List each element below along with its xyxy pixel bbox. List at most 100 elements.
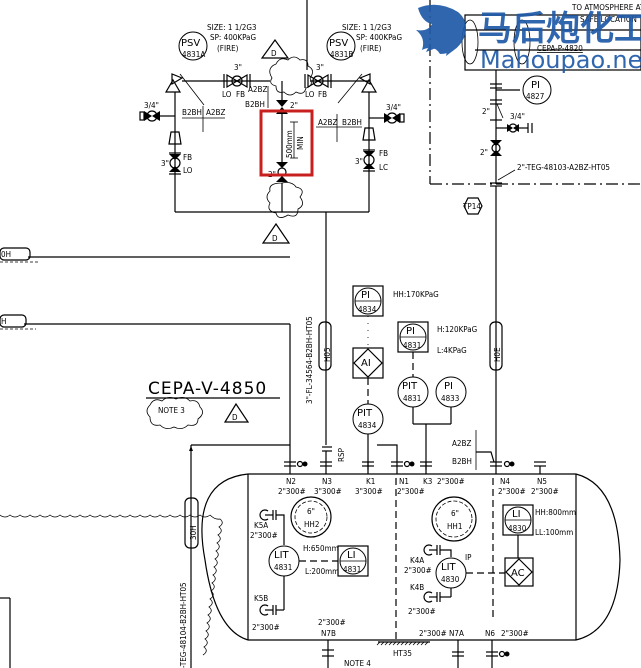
lit-4830[interactable]: LIT 4830	[435, 557, 467, 589]
alarm-label: H:120KPaG	[437, 325, 477, 334]
psv-valve-icon	[171, 73, 184, 86]
svg-text:PIT: PIT	[357, 408, 373, 419]
svg-text:4834: 4834	[358, 305, 377, 314]
nozzle-size: 3"300#	[314, 487, 342, 496]
alarm-label: L:200mm	[305, 567, 339, 576]
spec-break-label: B2BH	[245, 100, 265, 109]
nozzle-size: 2"300#	[437, 477, 465, 486]
svg-text:4827: 4827	[526, 92, 544, 101]
spec-break-label: A2BZ	[318, 118, 337, 127]
revision-triangle-icon: D	[261, 222, 291, 244]
svg-text:4831: 4831	[403, 341, 421, 350]
nozzle-id: N6	[485, 629, 495, 638]
heat-trace-line	[0, 514, 211, 518]
reducer-icon	[362, 127, 376, 141]
svg-text:6": 6"	[307, 507, 315, 516]
pit-4831[interactable]: PIT 4831	[397, 376, 429, 408]
svg-text:LI: LI	[512, 509, 521, 520]
valve-lo-label: LO	[183, 166, 193, 175]
svg-text:PI: PI	[444, 381, 453, 392]
block-valve-left[interactable]	[223, 73, 251, 89]
nozzle-id: K4A	[410, 556, 424, 565]
nozzle-size: 2"300#	[531, 487, 559, 496]
alarm-label: H:650mm	[303, 544, 339, 553]
nozzle-size: 2"300#	[250, 531, 278, 540]
manhole-hh2: 6" HH2	[290, 496, 332, 538]
ai-block[interactable]: AI	[352, 347, 384, 379]
spec-break-label: B2BH	[452, 457, 472, 466]
li-4831[interactable]: LI 4831	[337, 545, 369, 577]
block-valve-right[interactable]	[304, 73, 332, 89]
pump-tag: CEPA-P-4820	[537, 44, 583, 53]
manhole-hh1: 6" HH1	[431, 496, 477, 542]
svg-text:HH1: HH1	[447, 522, 462, 531]
pi-4834[interactable]: PI 4834	[352, 285, 384, 317]
svg-text:LIT: LIT	[441, 562, 457, 573]
alarm-label: HH:170KPaG	[393, 290, 439, 299]
svg-text:NOTE 3: NOTE 3	[158, 406, 185, 415]
nozzle-k4a	[423, 544, 452, 557]
psv-4831a-setpoint: SP: 400KPaG	[210, 33, 256, 42]
flare-line-number: 3"-FL-34564-B2BH-HT05	[305, 316, 314, 404]
svg-text:4831: 4831	[274, 563, 292, 572]
lit-4831[interactable]: LIT 4831	[268, 545, 300, 577]
svg-text:4830: 4830	[441, 575, 460, 584]
pi-4833[interactable]: PI 4833	[435, 376, 467, 408]
offpage-connectors-left: 0H H	[0, 247, 291, 668]
nozzle-size: 2"300#	[501, 629, 529, 638]
alarm-label: L:4KPaG	[437, 346, 467, 355]
svg-text:PI: PI	[531, 80, 540, 91]
drain-valve-left[interactable]	[139, 110, 175, 122]
lower-valve-right[interactable]	[363, 149, 375, 172]
revision-triangle-icon: D	[223, 402, 250, 423]
offpage-connector: 30H	[189, 525, 198, 540]
reducer-icon	[168, 131, 182, 145]
psv-valve-icon	[164, 78, 182, 93]
min-distance-label: 500mm	[285, 130, 294, 158]
nozzle-id: N2	[286, 477, 296, 486]
revision-triangle-icon: D	[260, 38, 290, 59]
svg-text:3/4": 3/4"	[510, 112, 525, 121]
svg-text:Mahoupao.net: Mahoupao.net	[480, 46, 641, 74]
svg-text:AC: AC	[511, 568, 525, 579]
psv-4831b[interactable]: PSV 4831B	[326, 31, 356, 61]
watermark: 马后炮化工 Mahoupao.net	[416, 4, 641, 74]
psv-4831a[interactable]: PSV 4831A	[178, 31, 208, 61]
ac-block[interactable]: AC	[504, 557, 534, 587]
svg-text:AI: AI	[361, 358, 371, 369]
svg-text:H: H	[1, 317, 6, 326]
svg-text:6": 6"	[451, 509, 459, 518]
nozzle-id: N5	[537, 477, 547, 486]
rsp-label: RSP	[337, 447, 346, 462]
nozzle-id: N3	[322, 477, 332, 486]
pi-4827[interactable]: PI 4827	[522, 75, 552, 105]
psv-4831b-case: (FIRE)	[360, 44, 382, 53]
pi-4831[interactable]: PI 4831	[397, 321, 429, 353]
nozzle-size: 2"300#	[252, 623, 280, 632]
note-3-cloud: NOTE 3	[146, 397, 203, 429]
spec-break-label: B2BH	[182, 108, 202, 117]
valve-size: 3"	[316, 63, 324, 72]
nozzle-id: K4B	[410, 583, 424, 592]
svg-text:2": 2"	[482, 107, 490, 116]
valve-lo-label: LO	[305, 90, 315, 99]
psv-valve-icon	[358, 73, 371, 86]
drain-valve-right[interactable]	[369, 112, 405, 124]
valve-lo-label: LO	[222, 90, 232, 99]
psv-valve-icon	[360, 78, 378, 93]
li-4830[interactable]: LI 4830	[502, 504, 534, 536]
nozzle-size: 2"300#	[404, 566, 432, 575]
psv-4831b-setpoint: SP: 400KPaG	[356, 33, 402, 42]
pump-drain-valve[interactable]	[507, 123, 533, 133]
pit-4834[interactable]: PIT 4834	[352, 403, 384, 435]
relief-valve-header: PSV 4831A SIZE: 1 1/2G3 SP: 400KPaG (FIR…	[139, 0, 405, 445]
svg-text:D: D	[271, 49, 277, 58]
nozzle-k5b	[259, 604, 284, 616]
valve-fb-label: FB	[379, 149, 388, 158]
svg-text:PI: PI	[361, 290, 370, 301]
valve-size: 3"	[355, 157, 363, 166]
lower-valve-left[interactable]	[169, 152, 181, 175]
svg-text:PIT: PIT	[402, 381, 418, 392]
tie-point-tp14[interactable]: TP14	[462, 197, 483, 215]
valve-size: 3/4"	[144, 101, 159, 110]
